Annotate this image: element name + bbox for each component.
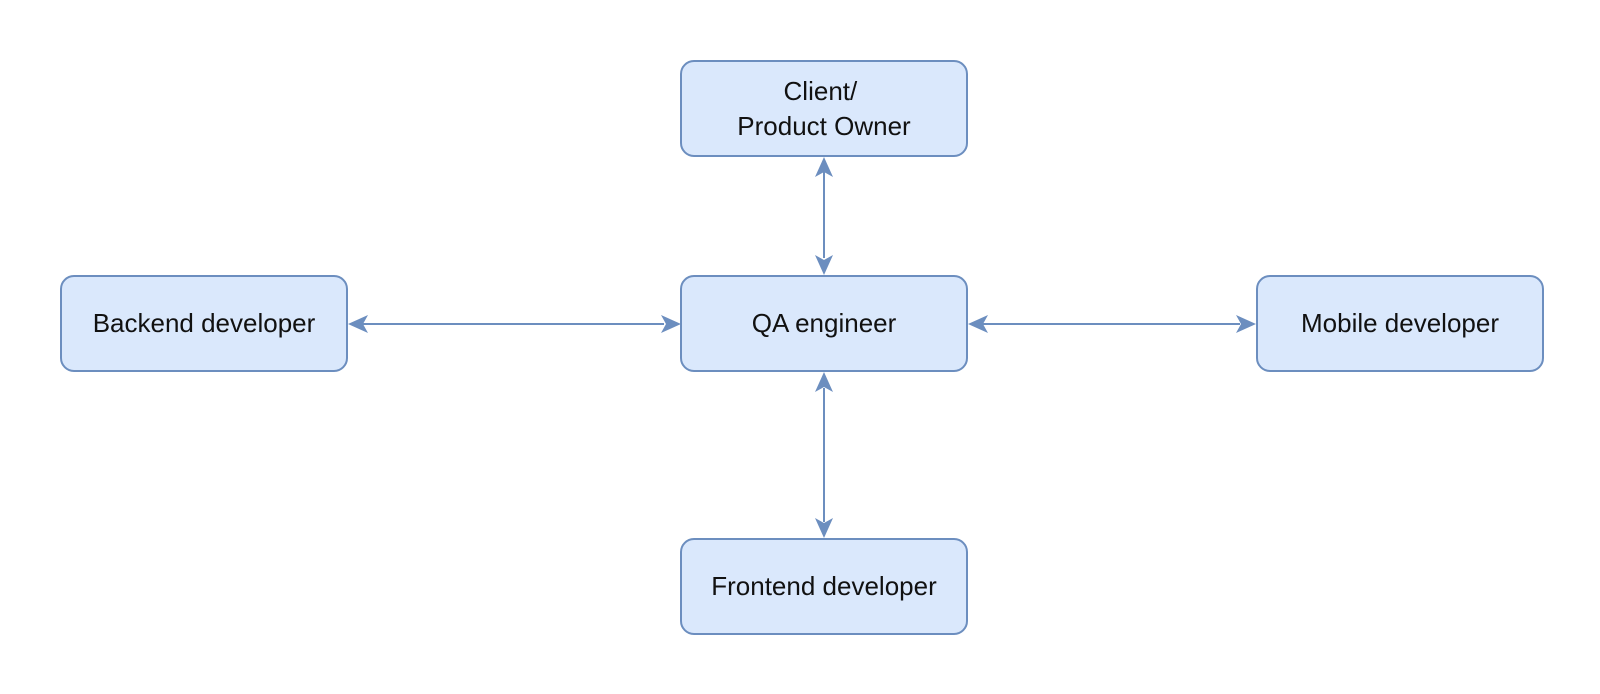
node-frontend-developer: Frontend developer [680,538,968,635]
node-box [680,60,968,157]
node-backend-developer: Backend developer [60,275,348,372]
arrowhead-right [1236,315,1256,333]
node-box [680,538,968,635]
node-label: Frontend developer [711,571,937,601]
arrowhead-left [348,315,368,333]
node-label-line2: Product Owner [737,111,911,141]
arrowhead-right [661,315,681,333]
node-label-line1: Client/ [784,76,858,106]
edge-qa-frontend [815,372,833,538]
node-box [1256,275,1544,372]
node-box [680,275,968,372]
arrowhead-down [815,518,833,538]
node-label: QA engineer [752,308,897,338]
node-label: Backend developer [93,308,316,338]
arrowhead-up [815,157,833,177]
edge-qa-mobile [968,315,1256,333]
arrowhead-up [815,372,833,392]
node-label: Mobile developer [1301,308,1499,338]
node-label: Client/ Product Owner [737,76,911,141]
arrowhead-left [968,315,988,333]
node-mobile-developer: Mobile developer [1256,275,1544,372]
node-box [60,275,348,372]
edge-client-qa [815,157,833,275]
arrowhead-down [815,255,833,275]
node-client: Client/ Product Owner [680,60,968,157]
edge-backend-qa [348,315,681,333]
node-qa-engineer: QA engineer [680,275,968,372]
edges [348,157,1256,538]
